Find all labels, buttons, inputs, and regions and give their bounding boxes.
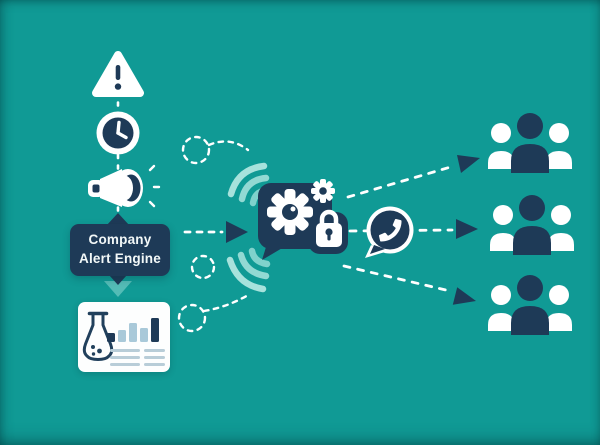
text-line (110, 356, 140, 359)
box-top-tab (106, 213, 130, 226)
text-lines (144, 349, 165, 366)
user-group-icon (488, 113, 572, 173)
bar (107, 333, 115, 342)
dashed-arrow-to-group-3 (342, 264, 452, 293)
megaphone-icon (88, 169, 143, 207)
alert-engine-label-line1: Company (88, 232, 152, 248)
signal-waves-bottom-icon (226, 247, 271, 293)
dashed-swirl-icon (190, 254, 216, 280)
user-group-icon (490, 195, 574, 255)
dashed-swirl-tail (207, 140, 250, 152)
arrowhead-icon (226, 221, 248, 243)
alert-engine-label-line2: Alert Engine (79, 251, 161, 266)
arrowhead-icon (456, 219, 478, 239)
lock-icon (316, 209, 342, 247)
tick-mark (148, 200, 156, 208)
alert-engine-box: Company Alert Engine (70, 224, 170, 276)
mini-bar-chart (107, 316, 163, 342)
bar (151, 318, 159, 342)
text-line (110, 349, 140, 352)
analytics-card (78, 302, 170, 372)
clock-icon (96, 111, 140, 155)
box-bottom-tab (109, 275, 127, 285)
processor-bubble (258, 179, 348, 260)
text-line (110, 363, 140, 366)
small-gear-icon (311, 179, 335, 203)
down-chevron-icon (104, 281, 132, 297)
dashed-swirl-tail (202, 292, 252, 313)
user-group-icon (488, 275, 572, 335)
dashed-swirl-icon (177, 303, 207, 333)
whatsapp-phone-icon (365, 206, 414, 258)
gear-icon (267, 189, 313, 235)
arrowhead-icon (457, 155, 480, 173)
text-line (144, 349, 165, 352)
bar (118, 330, 126, 342)
text-line (144, 356, 165, 359)
bar (140, 328, 148, 342)
tick-mark (148, 164, 156, 172)
text-lines (110, 349, 140, 366)
dashed-swirl-icon (181, 135, 211, 165)
text-line (144, 363, 165, 366)
bar (129, 323, 137, 342)
warning-triangle-icon (92, 51, 144, 97)
arrowhead-icon (452, 287, 476, 305)
dashed-arrow-to-group-1 (346, 164, 456, 199)
